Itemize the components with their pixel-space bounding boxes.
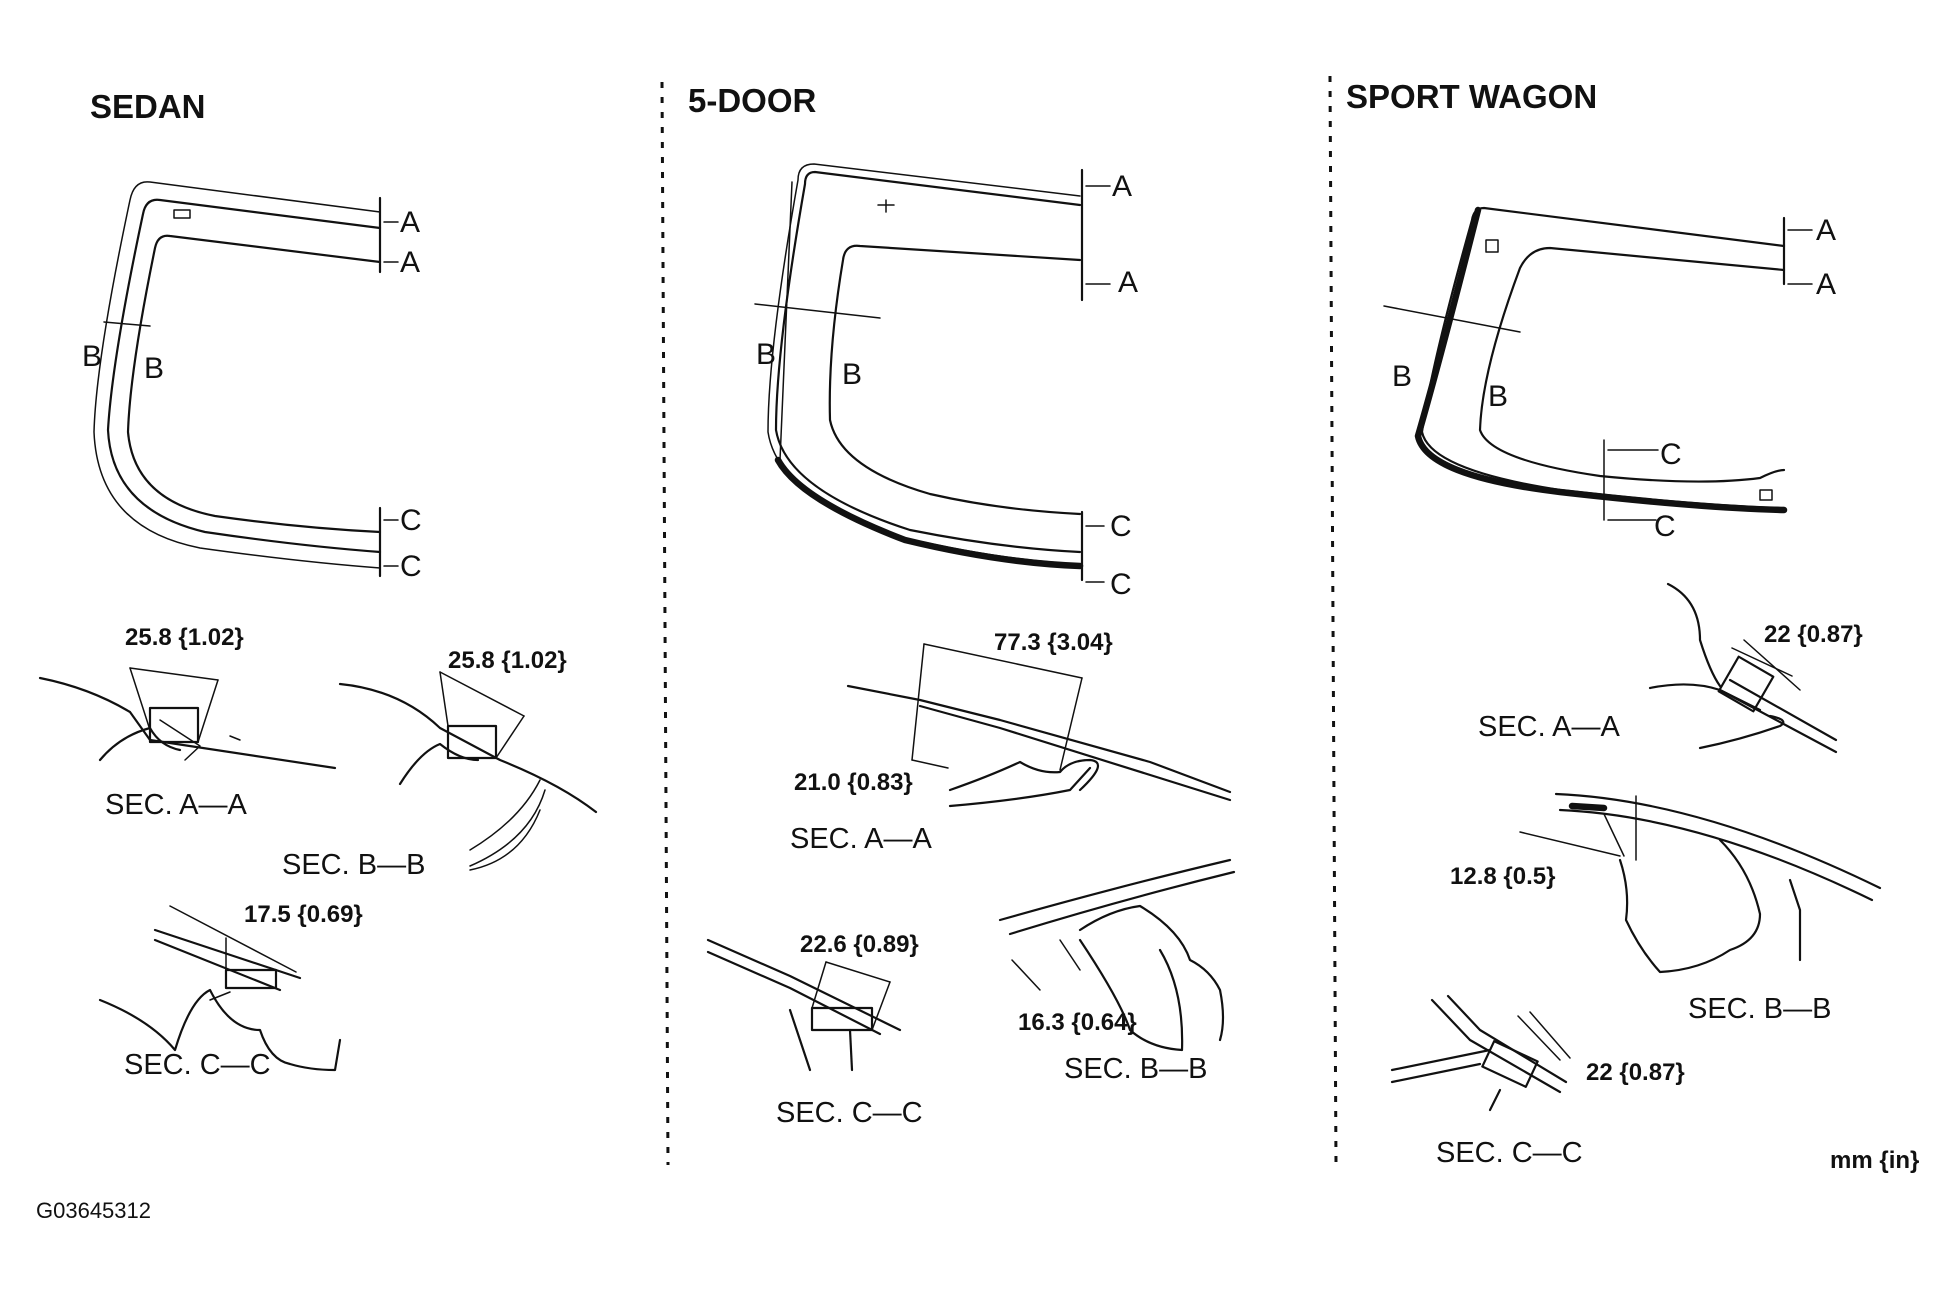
sedan-windshield-outline: [93, 181, 382, 578]
leader-line: [469, 809, 541, 871]
section-markers: A A B B C C: [1392, 214, 1836, 543]
section-markers: A A B B C C: [82, 206, 422, 583]
dimension-label: 17.5 {0.69}: [244, 901, 363, 928]
marker-label: C: [1654, 510, 1676, 543]
marker-label: C: [1110, 568, 1132, 601]
marker-label: A: [1118, 266, 1138, 299]
sedan-section-b: [338, 671, 598, 867]
wagon-section-c: [1390, 994, 1571, 1112]
marker-label: A: [1816, 214, 1836, 247]
marker-label: B: [144, 352, 164, 385]
dimension-label: 77.3 {3.04}: [994, 629, 1113, 656]
marker-label: B: [1488, 380, 1508, 413]
panel-title: SPORT WAGON: [1346, 78, 1597, 115]
wagon-panel: SPORT WAGON A A B B C C: [1346, 78, 1882, 1169]
marker-label: C: [1110, 510, 1132, 543]
marker-label: B: [756, 338, 776, 371]
marker-label: B: [1392, 360, 1412, 393]
marker-label: A: [1816, 268, 1836, 301]
five-door-section-c: [706, 938, 902, 1072]
units-note: mm {in}: [1830, 1147, 1919, 1174]
panel-title: 5-DOOR: [688, 82, 817, 119]
dimension-label: 21.0 {0.83}: [794, 769, 913, 796]
five-door-windshield-outline: [754, 163, 1084, 582]
marker-label: A: [400, 246, 420, 279]
five-door-panel: 5-DOOR A A B B C C: [688, 82, 1236, 1129]
sedan-panel: SEDAN A A B B C C: [38, 88, 598, 1081]
dimension-label: 22 {0.87}: [1764, 621, 1863, 648]
marker-label: C: [1660, 438, 1682, 471]
section-label: SEC. B—B: [1064, 1053, 1207, 1085]
marker-label: A: [400, 206, 420, 239]
panel-divider: [1328, 75, 1338, 1166]
wagon-windshield-outline: [1383, 206, 1788, 514]
marker-label: C: [400, 550, 422, 583]
dimension-label: 16.3 {0.64}: [1018, 1009, 1137, 1036]
section-label: SEC. A—A: [1478, 711, 1620, 743]
section-label: SEC. C—C: [124, 1049, 271, 1081]
wagon-section-b: [1519, 792, 1882, 974]
section-label: SEC. A—A: [105, 789, 247, 821]
marker-label: C: [400, 504, 422, 537]
dimension-label: 25.8 {1.02}: [448, 647, 567, 674]
section-markers: A A B B C C: [756, 170, 1138, 601]
sedan-section-a: [38, 667, 337, 770]
panel-divider: [660, 81, 670, 1166]
marker-label: A: [1112, 170, 1132, 203]
section-label: SEC. A—A: [790, 823, 932, 855]
five-door-section-b: [998, 858, 1236, 1052]
figure-id: G03645312: [36, 1198, 151, 1223]
dimension-label: 12.8 {0.5}: [1450, 863, 1555, 890]
marker-label: B: [842, 358, 862, 391]
wagon-section-a: [1648, 582, 1838, 754]
sedan-section-c: [98, 905, 342, 1072]
five-door-section-a: [846, 643, 1232, 808]
dimension-label: 25.8 {1.02}: [125, 624, 244, 651]
section-label: SEC. B—B: [1688, 993, 1831, 1025]
dimension-label: 22 {0.87}: [1586, 1059, 1685, 1086]
section-label: SEC. C—C: [1436, 1137, 1583, 1169]
marker-label: B: [82, 340, 102, 373]
section-label: SEC. B—B: [282, 849, 425, 881]
dimension-label: 22.6 {0.89}: [800, 931, 919, 958]
section-label: SEC. C—C: [776, 1097, 923, 1129]
panel-title: SEDAN: [90, 88, 206, 125]
